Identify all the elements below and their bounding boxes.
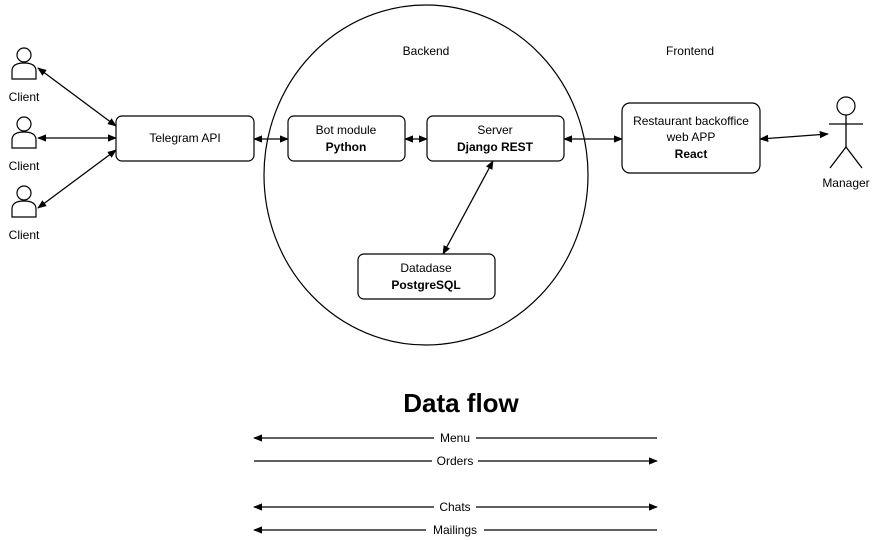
database-tech: PostgreSQL: [391, 278, 460, 292]
backend-boundary: [263, 4, 589, 346]
client-label: Client: [9, 90, 40, 104]
flow-orders: Orders: [254, 453, 658, 469]
backend-label: Backend: [403, 44, 450, 58]
client3-telegram-arrow: [37, 149, 117, 209]
flow-label: Orders: [437, 454, 474, 468]
bot-module-tech: Python: [326, 140, 367, 154]
flow-mailings: Mailings: [253, 522, 657, 538]
flow-chats: Chats: [253, 499, 658, 515]
stick-figure-icon: [829, 96, 863, 169]
user-icon: [11, 47, 37, 80]
client-actor-3: Client: [9, 185, 40, 242]
server-node: Server Django REST: [426, 115, 565, 162]
server-tech: Django REST: [457, 140, 534, 154]
client-label: Client: [9, 159, 40, 173]
bot-module-node: Bot module Python: [287, 115, 406, 162]
database-node: Datadase PostgreSQL: [357, 253, 496, 300]
webapp-manager-arrow: [759, 130, 829, 143]
manager-label: Manager: [822, 176, 869, 190]
telegram-api-label: Telegram API: [149, 131, 220, 145]
flow-label: Mailings: [433, 523, 477, 537]
flow-label: Menu: [440, 431, 470, 445]
server-database-arrow: [442, 160, 494, 255]
user-icon: [11, 185, 37, 218]
user-icon: [11, 116, 37, 149]
telegram-api-node: Telegram API: [115, 115, 255, 162]
flow-menu: Menu: [253, 430, 657, 446]
frontend-label: Frontend: [666, 44, 714, 58]
flow-label: Chats: [439, 500, 470, 514]
web-app-tech: React: [675, 147, 708, 161]
database-label: Datadase: [400, 261, 452, 275]
client-label: Client: [9, 228, 40, 242]
client-actor-2: Client: [9, 116, 40, 173]
web-app-label-line2: web APP: [666, 130, 716, 144]
web-app-node: Restaurant backoffice web APP React: [621, 102, 761, 174]
data-flow-title: Data flow: [403, 388, 519, 418]
web-app-label-line1: Restaurant backoffice: [633, 114, 749, 128]
manager-actor: Manager: [822, 96, 870, 190]
server-label: Server: [477, 123, 512, 137]
client1-telegram-arrow: [37, 67, 117, 127]
bot-module-label: Bot module: [316, 123, 377, 137]
client-actor-1: Client: [9, 47, 40, 104]
